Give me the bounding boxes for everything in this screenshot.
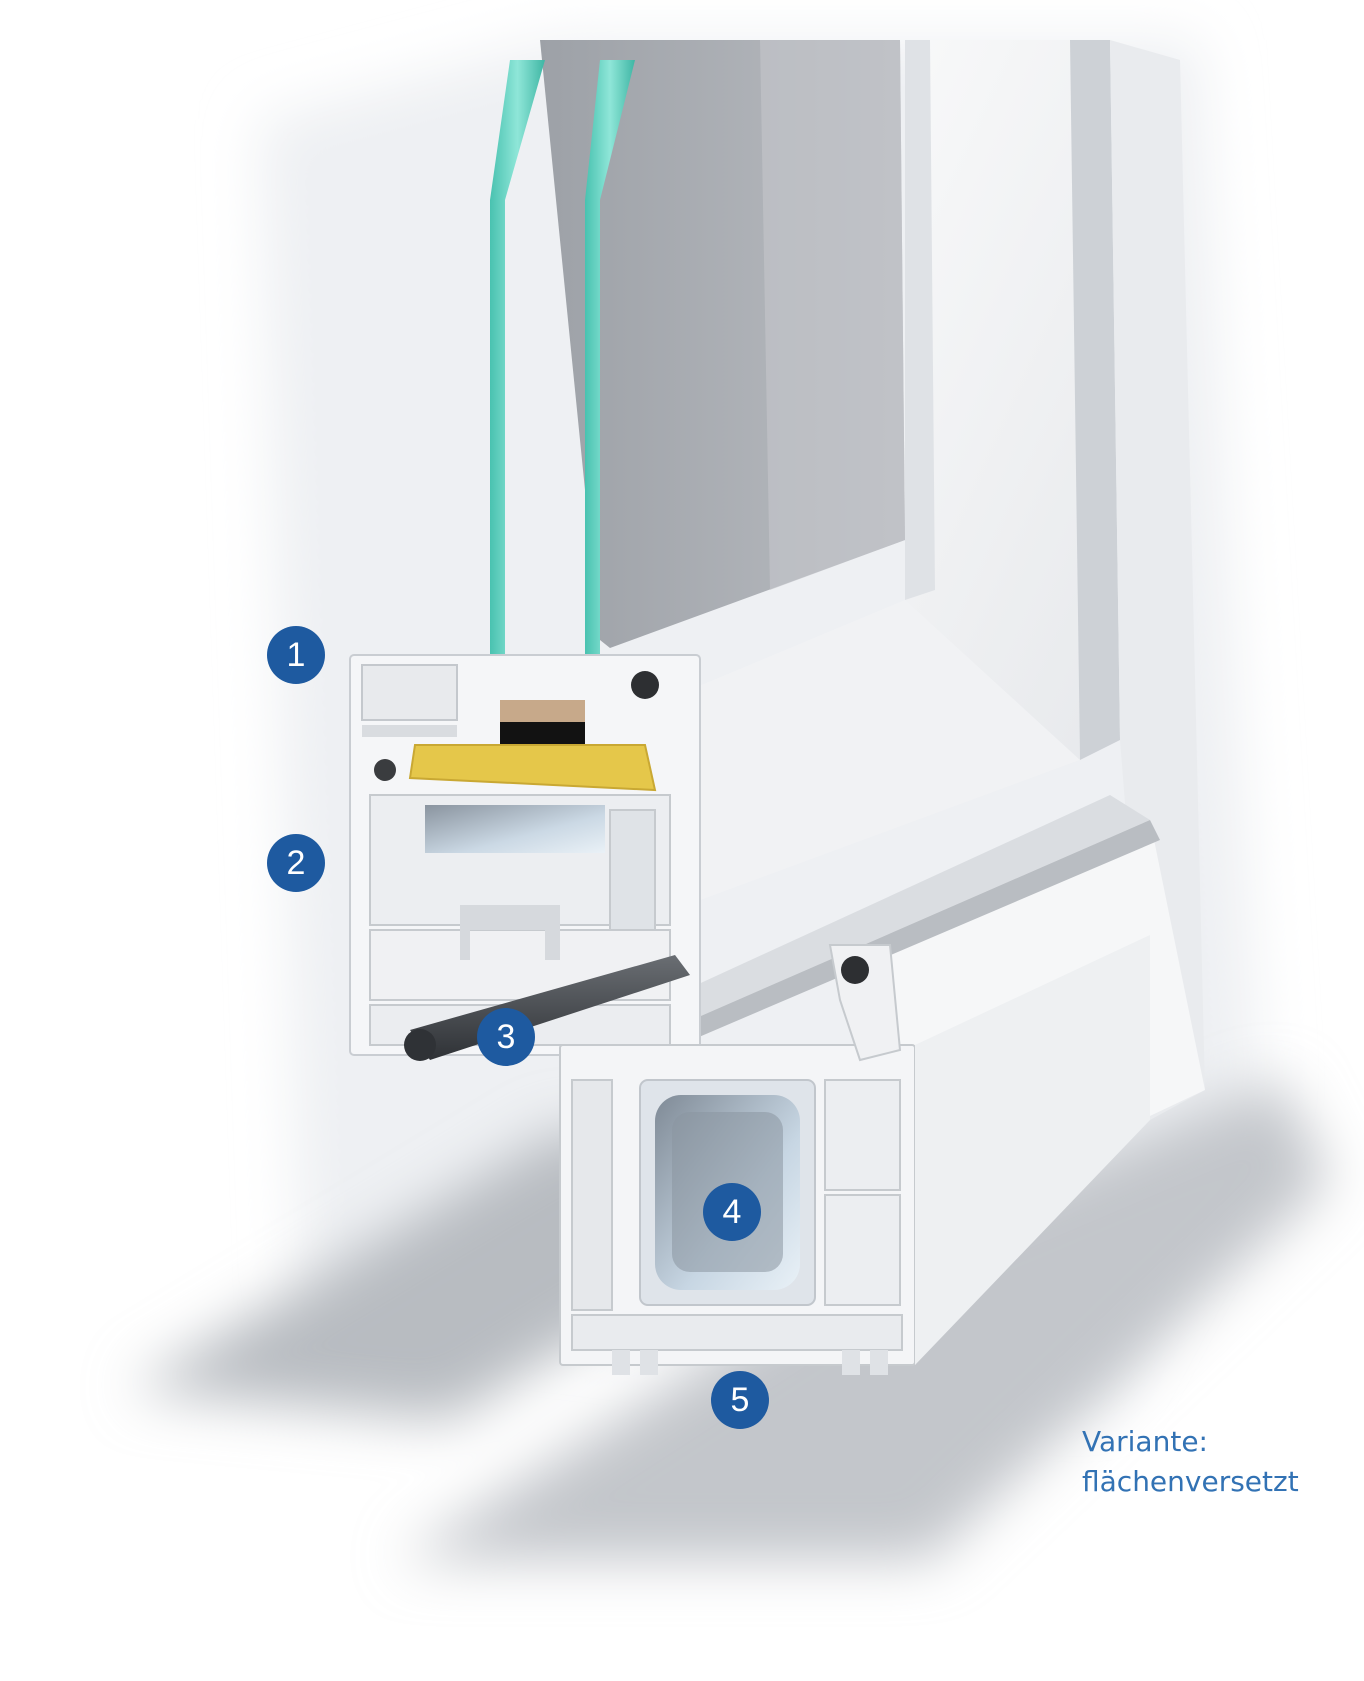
- variant-caption-line-1: Variante:: [1082, 1425, 1208, 1458]
- insulating-glass: [490, 60, 635, 740]
- window-pane: [540, 40, 905, 648]
- variant-caption-line-2: flächenversetzt: [1082, 1465, 1299, 1498]
- variant-caption: Variante: flächenversetzt: [1082, 1422, 1299, 1502]
- callout-marker-4: 4: [703, 1183, 761, 1241]
- callout-marker-2: 2: [267, 834, 325, 892]
- sash-cross-section: [349, 654, 701, 1061]
- frame-cross-section: [559, 935, 1150, 1375]
- callout-marker-3: 3: [477, 1008, 535, 1066]
- callout-marker-1: 1: [267, 626, 325, 684]
- callout-marker-5: 5: [711, 1371, 769, 1429]
